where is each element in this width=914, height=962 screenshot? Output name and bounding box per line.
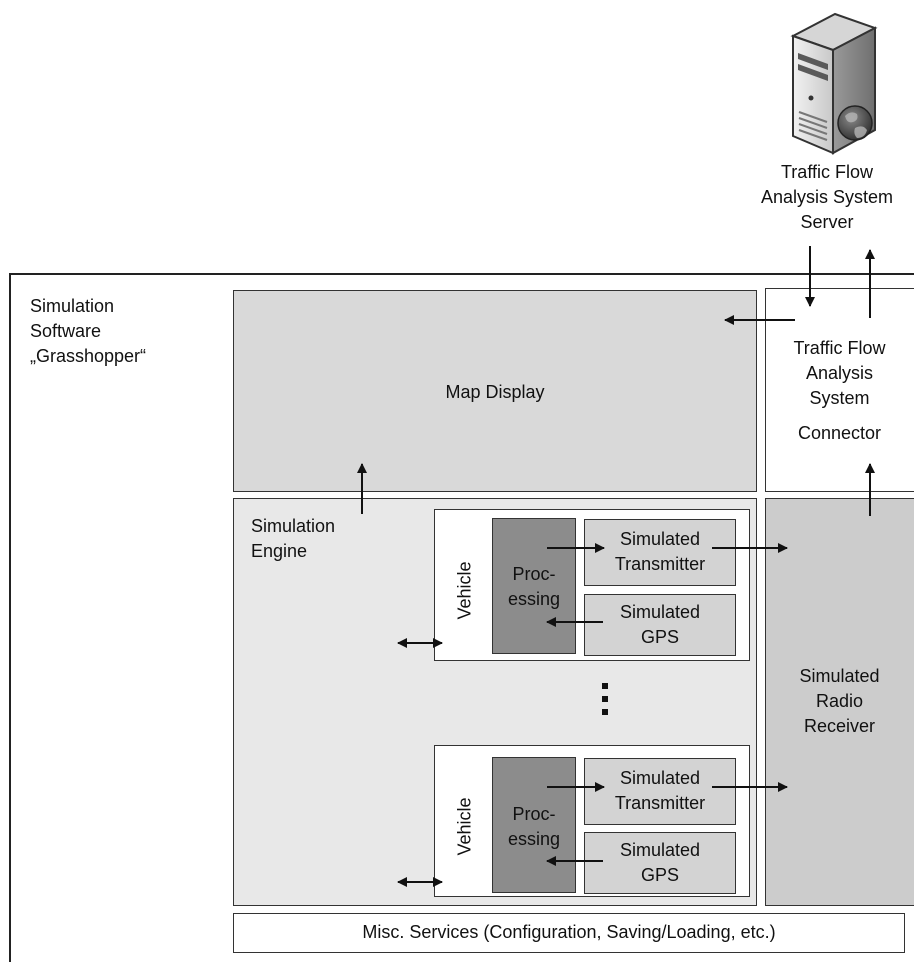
transmitter-label-bottom-line2: Transmitter [614,793,706,813]
engine-label: Simulation Engine [251,514,335,564]
processing-label-top-line1: Proc- [512,564,556,584]
processing-label-bottom-line2: essing [507,829,561,849]
gps-label-bottom-line2: GPS [640,865,679,885]
engine-label-line2: Engine [251,541,308,561]
misc-services-box [233,913,905,953]
map-display-label: Map Display [445,382,545,402]
server-label-line3: Server [800,212,854,232]
engine-label-line1: Simulation [251,516,336,536]
connector-label: Traffic Flow Analysis System Connector [765,336,914,446]
processing-label-bottom-line1: Proc- [512,804,556,824]
vehicle-label-bottom: Vehicle [454,797,475,856]
server-label-line2: Analysis System [760,187,894,207]
misc-services-label: Misc. Services (Configuration, Saving/Lo… [362,922,776,942]
transmitter-label-bottom-line1: Simulated [619,768,701,788]
map-display-box [233,290,757,492]
connector-box [765,288,914,492]
connector-label-line2: Analysis [805,363,874,383]
receiver-label: Simulated Radio Receiver [765,664,914,739]
software-label-line2: Software [30,321,102,341]
software-label-line1: Simulation [30,296,115,316]
connector-label-line1: Traffic Flow [793,338,886,358]
gps-label-bottom: Simulated GPS [584,838,736,888]
receiver-label-line1: Simulated [799,666,880,686]
server-icon [785,8,885,158]
connector-label-line4: Connector [797,423,882,443]
processing-label-top-line2: essing [507,589,561,609]
software-label: Simulation Software „Grasshopper“ [30,294,146,369]
software-label-line3: „Grasshopper“ [30,346,147,366]
processing-box-bottom [492,757,576,893]
vertical-ellipsis-icon [600,683,610,723]
receiver-label-line3: Receiver [803,716,876,736]
server-tower-icon [790,12,878,155]
vehicle-label-top: Vehicle [454,561,475,620]
gps-label-top-line2: GPS [640,627,679,647]
connector-label-line3: System [809,388,870,408]
gps-box-top [584,594,736,656]
server-label: Traffic Flow Analysis System Server [740,160,914,235]
transmitter-label-top-line2: Transmitter [614,554,706,574]
transmitter-box-bottom [584,758,736,825]
gps-label-bottom-line1: Simulated [619,840,701,860]
gps-box-bottom [584,832,736,894]
processing-label-top: Proc- essing [492,562,576,612]
transmitter-label-bottom: Simulated Transmitter [584,766,736,816]
gps-label-top-line1: Simulated [619,602,701,622]
gps-label-top: Simulated GPS [584,600,736,650]
globe-icon [837,105,873,141]
processing-label-bottom: Proc- essing [492,802,576,852]
transmitter-label-top: Simulated Transmitter [584,527,736,577]
processing-box-top [492,518,576,654]
server-label-line1: Traffic Flow [780,162,873,182]
receiver-label-line2: Radio [815,691,864,711]
radio-receiver-box [765,498,914,906]
transmitter-label-top-line1: Simulated [619,529,701,549]
transmitter-box-top [584,519,736,586]
